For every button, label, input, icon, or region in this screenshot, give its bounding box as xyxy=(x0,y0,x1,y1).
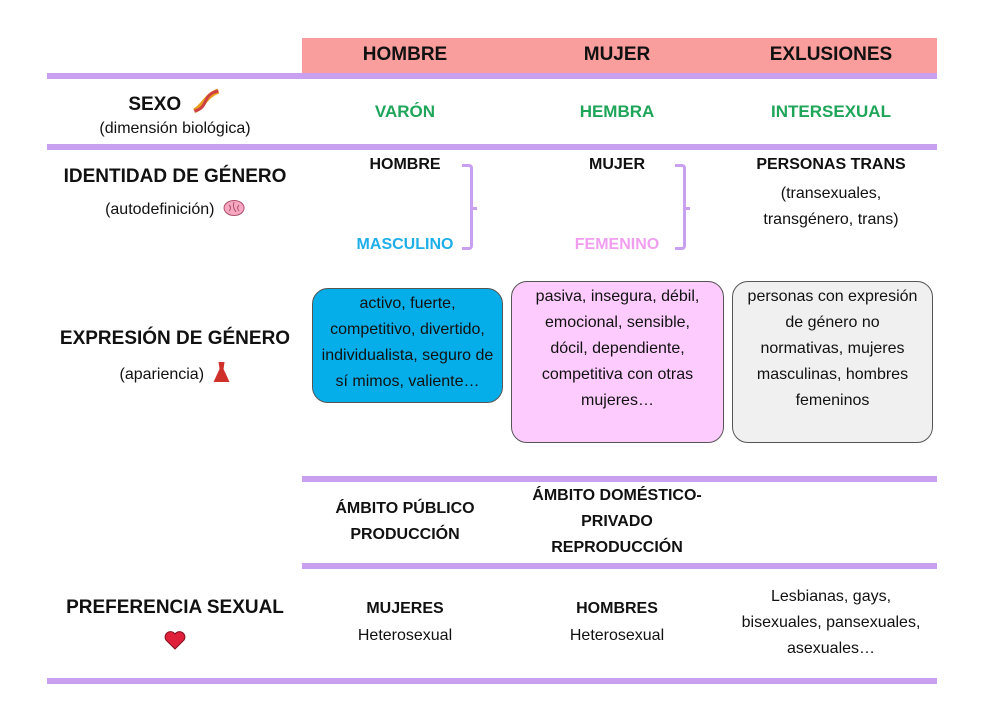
brace xyxy=(462,164,477,250)
box-line: normativas, mujeres xyxy=(760,340,905,357)
preferencia-label: PREFERENCIA SEXUAL xyxy=(66,597,284,618)
dress-icon xyxy=(213,362,230,382)
dna-icon xyxy=(193,88,220,114)
divider xyxy=(47,144,937,150)
header-hombre: HOMBRE xyxy=(362,44,448,65)
preferencia-hombres: HOMBRES xyxy=(576,600,658,617)
pref-line: bisexuales, pansexuales, xyxy=(741,614,921,631)
box-line: pasiva, insegura, débil, xyxy=(535,288,700,305)
box-line: mujeres… xyxy=(581,392,654,409)
header-mujer: MUJER xyxy=(583,44,651,65)
divider xyxy=(302,476,937,482)
identidad-masculino: MASCULINO xyxy=(356,236,454,253)
identidad-sub: (autodefinición) xyxy=(105,201,215,218)
ambito-line: ÁMBITO PÚBLICO xyxy=(335,500,475,517)
preferencia-mujeres-sub: Heterosexual xyxy=(357,627,453,644)
expresion-box-exclusiones: personas con expresión de género no normat… xyxy=(732,281,933,443)
ambito-line: ÁMBITO DOMÉSTICO- xyxy=(532,487,702,504)
identidad-hombre: HOMBRE xyxy=(369,156,441,173)
preferencia-mujeres: MUJERES xyxy=(366,600,444,617)
preferencia-hombres-sub: Heterosexual xyxy=(569,627,665,644)
preferencia-otras: Lesbianas, gays, bisexuales, pansexuales,… xyxy=(742,584,921,662)
expresion-box-mujer: pasiva, insegura, débil, emocional, sensi… xyxy=(511,281,724,443)
sexo-intersexual: INTERSEXUAL xyxy=(771,102,891,121)
ambito-domestico: ÁMBITO DOMÉSTICO- PRIVADO REPRODUCCIÓN xyxy=(532,483,701,561)
heart-icon xyxy=(164,631,186,650)
pref-line: Lesbianas, gays, xyxy=(770,588,892,605)
brace xyxy=(675,164,690,250)
header-band xyxy=(302,38,937,74)
box-line: competitiva con otras xyxy=(541,366,694,383)
expresion-label: EXPRESIÓN DE GÉNERO xyxy=(59,328,291,349)
sexo-label: SEXO xyxy=(128,94,182,115)
box-line: competitivo, divertido, xyxy=(330,321,485,338)
sexo-label-row: SEXO xyxy=(128,88,221,116)
box-line: activo, fuerte, xyxy=(359,295,456,312)
expresion-sub: (apariencia) xyxy=(119,366,205,383)
ambito-publico: ÁMBITO PÚBLICO PRODUCCIÓN xyxy=(335,496,474,548)
brain-icon xyxy=(223,200,245,216)
box-line: personas con expresión xyxy=(747,288,918,305)
identidad-trans-l1: (transexuales, xyxy=(780,185,882,202)
identidad-mujer: MUJER xyxy=(588,156,646,173)
divider xyxy=(47,73,937,79)
header-exclusiones: EXLUSIONES xyxy=(769,44,893,65)
sexo-varon: VARÓN xyxy=(374,102,436,121)
divider xyxy=(47,678,937,684)
identidad-trans-l2: transgénero, trans) xyxy=(763,211,899,228)
box-line: femeninos xyxy=(795,392,870,409)
box-line: sí mimos, valiente… xyxy=(335,373,480,390)
identidad-femenino: FEMENINO xyxy=(574,236,660,253)
box-line: masculinas, hombres xyxy=(756,366,909,383)
box-line: dócil, dependiente, xyxy=(550,340,685,357)
expresion-sub-row: (apariencia) xyxy=(120,361,231,384)
sexo-hembra: HEMBRA xyxy=(579,102,655,121)
expresion-box-hombre: activo, fuerte, competitivo, divertido, in… xyxy=(312,288,503,403)
identidad-sub-row: (autodefinición) xyxy=(105,199,245,219)
identidad-trans: PERSONAS TRANS xyxy=(756,156,906,173)
ambito-line: PRODUCCIÓN xyxy=(350,526,460,543)
identidad-label: IDENTIDAD DE GÉNERO xyxy=(63,166,287,187)
ambito-line: PRIVADO xyxy=(581,513,653,530)
box-line: emocional, sensible, xyxy=(545,314,690,331)
pref-line: asexuales… xyxy=(786,640,876,657)
divider xyxy=(302,563,937,569)
sexo-sub: (dimensión biológica) xyxy=(99,120,251,137)
box-line: de género no xyxy=(785,314,880,331)
ambito-line: REPRODUCCIÓN xyxy=(551,539,683,556)
box-line: individualista, seguro de xyxy=(321,347,494,364)
